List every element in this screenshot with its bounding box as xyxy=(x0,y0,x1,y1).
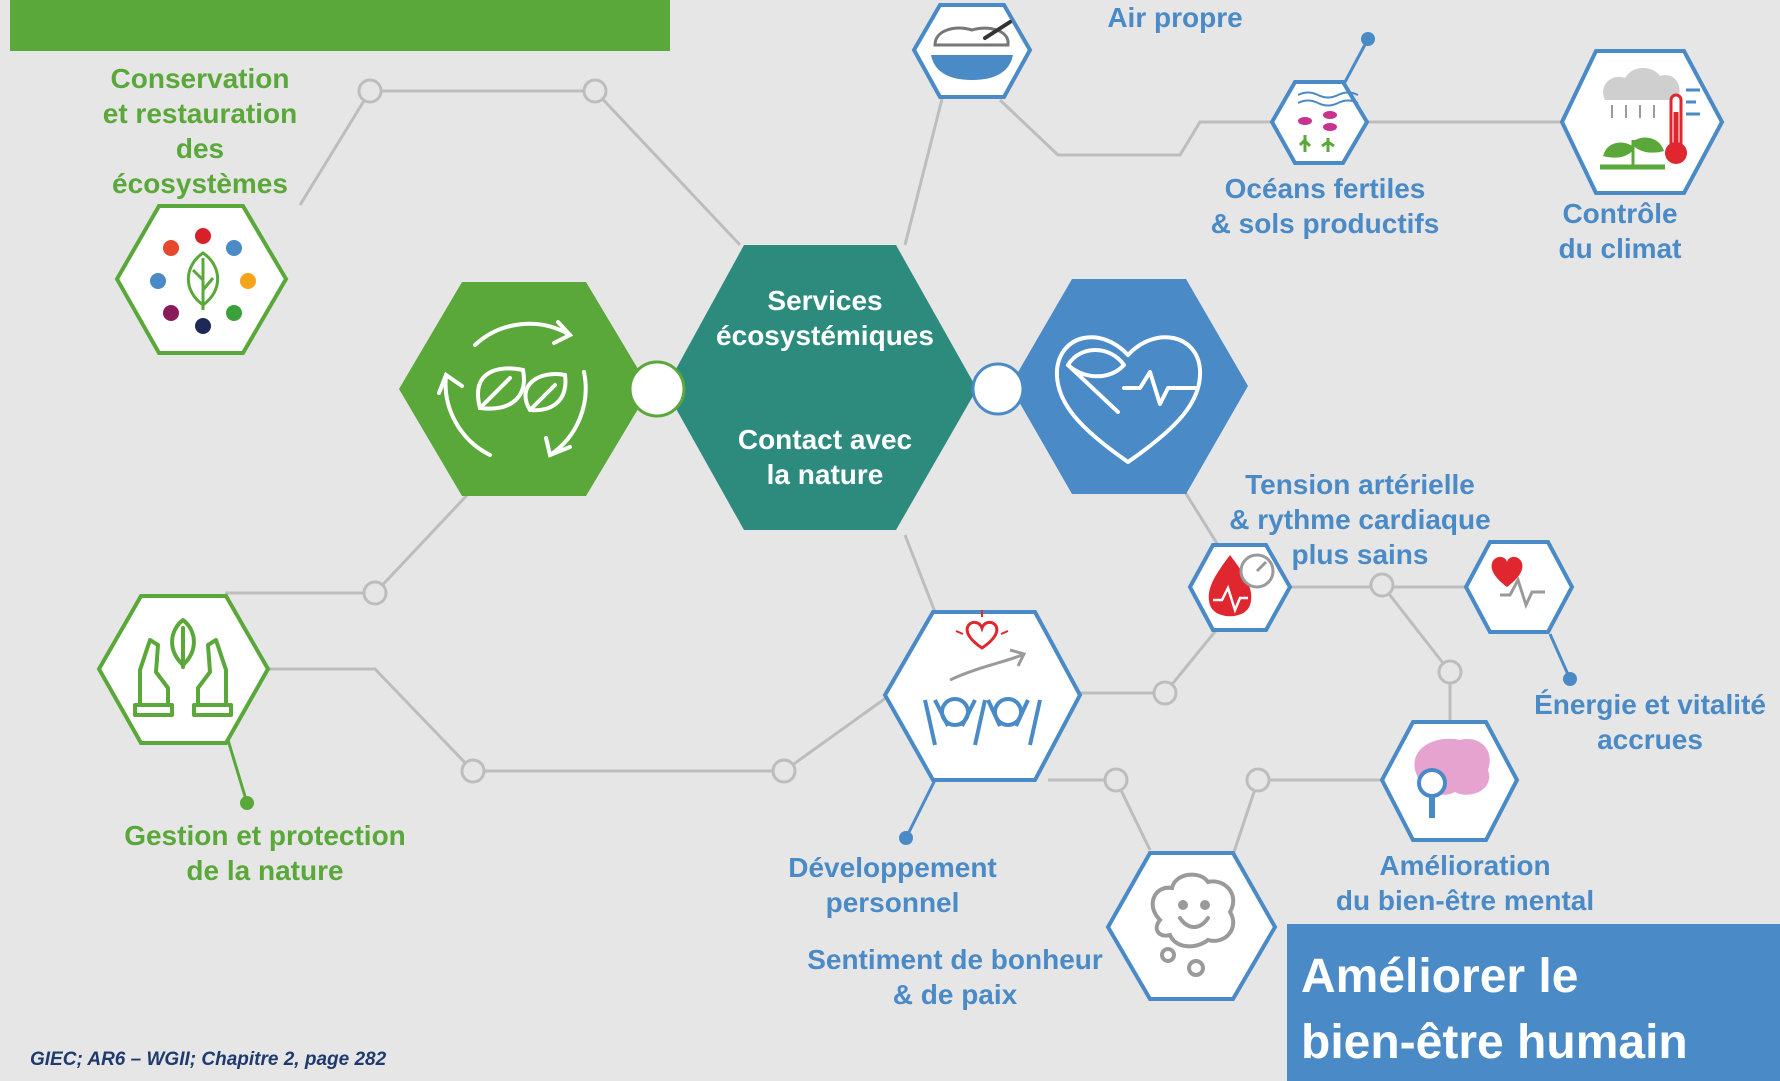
label-line: Tension artérielle xyxy=(1245,469,1475,500)
center-line-1: Services xyxy=(767,285,883,316)
label-developpement: Développement personnel xyxy=(760,850,1025,920)
label-line: Contrôle xyxy=(1562,198,1678,229)
connector-node-brain xyxy=(1380,584,1452,722)
bowl-hexagon xyxy=(911,3,1033,99)
label-climat: Contrôle du climat xyxy=(1530,196,1710,266)
node xyxy=(1152,680,1178,706)
label-tension: Tension artérielle & rythme cardiaque pl… xyxy=(1210,467,1510,572)
label-line: accrues xyxy=(1597,724,1703,755)
node xyxy=(1437,659,1463,685)
connector-nodes xyxy=(357,78,1463,793)
connector-center-bowl xyxy=(903,94,945,246)
fish-plants-icon xyxy=(1297,91,1359,152)
connector-circle-blue xyxy=(971,362,1025,416)
label-line: du climat xyxy=(1558,233,1682,264)
banner-title: Améliorer le bien-être humain xyxy=(1301,944,1688,1076)
label-line: Conservation xyxy=(110,63,290,94)
label-line: Amélioration xyxy=(1379,850,1551,881)
pin-dot xyxy=(1563,672,1577,686)
connector-conservation xyxy=(298,89,742,247)
label-line: de la nature xyxy=(186,855,344,886)
banner-line-2: bien-être humain xyxy=(1301,1016,1688,1069)
top-banner xyxy=(10,0,670,51)
citation: GIEC; AR6 – WGII; Chapitre 2, page 282 xyxy=(30,1049,387,1070)
center-line-2: écosystémiques xyxy=(716,320,934,351)
connector-gestion-developpement xyxy=(268,667,891,773)
connector-circle-green xyxy=(628,360,686,418)
pin-dot xyxy=(240,796,254,810)
label-oceans: Océans fertiles & sols productifs xyxy=(1185,171,1465,241)
label-line: écosystèmes xyxy=(112,168,288,199)
connector-developpement-happy xyxy=(1048,778,1152,851)
node xyxy=(460,758,486,784)
ocean-hexagon xyxy=(1269,80,1370,165)
node xyxy=(1245,767,1271,793)
label-line: plus sains xyxy=(1291,539,1429,570)
label-line: Sentiment de bonheur xyxy=(807,944,1103,975)
connector-heart-blood xyxy=(1183,491,1220,546)
heart-leaf-icon xyxy=(1054,335,1203,464)
pin-connectors xyxy=(226,32,1577,845)
center-hexagon xyxy=(665,245,977,530)
label-conservation: Conservation et restauration des écosyst… xyxy=(80,61,320,201)
hands-hexagon xyxy=(96,594,271,745)
bottom-banner xyxy=(1287,924,1780,1081)
connector-bowl-oceans xyxy=(998,98,1272,157)
brain-magnifier-icon xyxy=(1414,738,1490,818)
recycle-leaf-icon xyxy=(437,320,588,458)
people-hexagon xyxy=(882,610,1083,782)
label-mental: Amélioration du bien-être mental xyxy=(1320,848,1610,918)
label-gestion: Gestion et protection de la nature xyxy=(100,818,430,888)
happy-thought-icon xyxy=(1150,872,1236,977)
label-line: personnel xyxy=(825,887,960,918)
label-air: Air propre xyxy=(1107,2,1243,33)
people-cheering-icon xyxy=(923,610,1042,746)
connector-center-developpement xyxy=(903,534,937,613)
node xyxy=(771,758,797,784)
label-line: Énergie et vitalité xyxy=(1534,689,1766,720)
blood-drop-gauge-icon xyxy=(1208,553,1275,617)
banner-line-1: Améliorer le xyxy=(1301,950,1579,1003)
label-line: Développement xyxy=(788,852,997,883)
connector-developpement-blood xyxy=(1080,627,1220,695)
label-bonheur: Sentiment de bonheur & de paix xyxy=(790,942,1120,1012)
center-line-4: la nature xyxy=(766,459,884,490)
center-contact-label: Contact avec la nature xyxy=(700,422,950,492)
label-line: & sols productifs xyxy=(1210,208,1440,239)
node xyxy=(582,78,608,104)
label-line: des xyxy=(175,133,225,164)
node xyxy=(362,580,388,606)
heart-pulse-icon xyxy=(1491,556,1545,610)
node xyxy=(357,78,383,104)
node xyxy=(1103,767,1129,793)
pin-dot xyxy=(1361,32,1375,46)
center-services-label: Services écosystémiques xyxy=(700,283,950,353)
label-line: Gestion et protection xyxy=(124,820,406,851)
label-line: et restauration xyxy=(102,98,298,129)
label-line: du bien-être mental xyxy=(1335,885,1595,916)
bowl-icon xyxy=(931,20,1013,80)
label-line: & de paix xyxy=(892,979,1018,1010)
node xyxy=(1369,572,1395,598)
sdg-circle-leaf-icon xyxy=(150,228,256,334)
pin-dot xyxy=(899,831,913,845)
center-line-3: Contact avec xyxy=(737,424,913,455)
hands-leaf-icon xyxy=(133,618,233,717)
rain-plant-thermometer-icon xyxy=(1600,67,1700,170)
label-line: Océans fertiles xyxy=(1224,173,1426,204)
label-line: & rythme cardiaque xyxy=(1229,504,1491,535)
label-energie: Énergie et vitalité accrues xyxy=(1520,687,1780,757)
connector-recycle-gestion xyxy=(225,490,472,595)
